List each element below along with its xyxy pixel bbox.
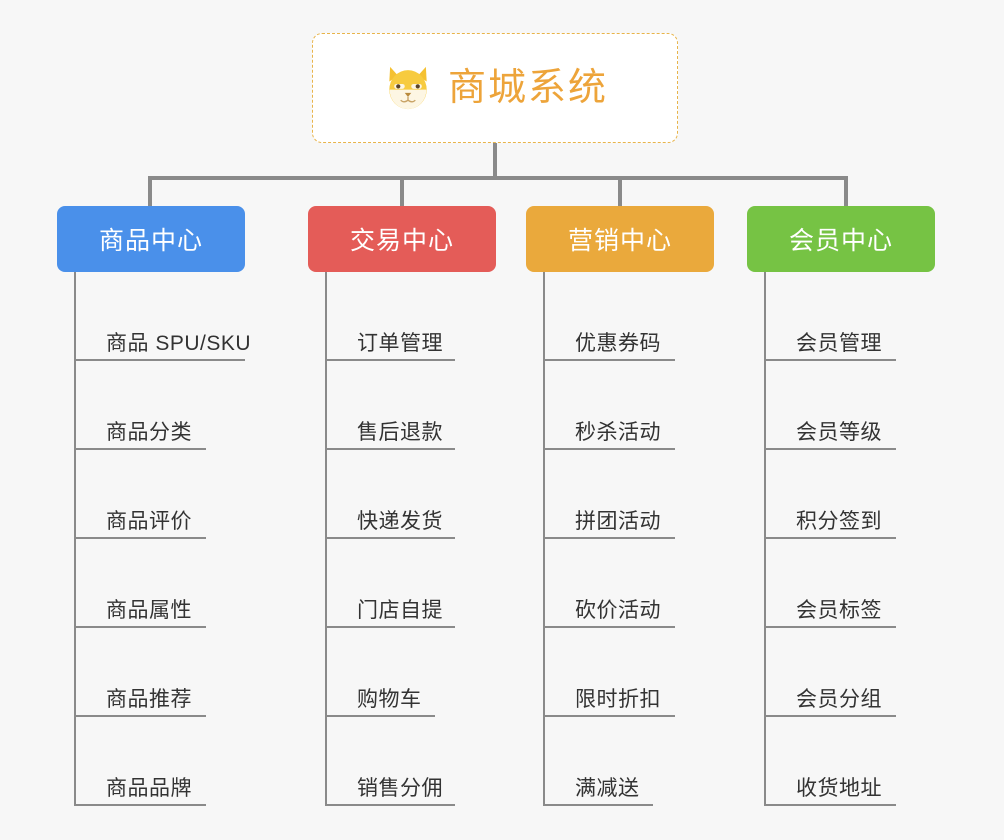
leaf-item-label: 限时折扣 — [575, 687, 661, 711]
leaf-item[interactable]: 会员分组 — [766, 628, 937, 717]
leaf-item-label: 门店自提 — [357, 598, 443, 622]
underline-mask — [896, 448, 937, 450]
connector-drop-1 — [148, 176, 152, 208]
leaf-item-label: 优惠券码 — [575, 331, 661, 355]
leaf-item[interactable]: 会员管理 — [766, 272, 937, 361]
underline-mask — [206, 715, 247, 717]
leaf-item[interactable]: 商品推荐 — [76, 628, 247, 717]
underline-mask — [896, 359, 937, 361]
leaf-item[interactable]: 商品属性 — [76, 539, 247, 628]
underline-mask — [675, 359, 716, 361]
leaf-item[interactable]: 砍价活动 — [545, 539, 716, 628]
leaf-item[interactable]: 优惠券码 — [545, 272, 716, 361]
leaf-list-product-center: 商品 SPU/SKU 商品分类商品评价商品属性商品推荐商品品牌 — [74, 272, 251, 806]
category-box-product-center[interactable]: 商品中心 — [57, 206, 245, 272]
connector-horizontal-bus — [148, 176, 848, 180]
underline-mask — [206, 537, 247, 539]
leaf-item-label: 商品评价 — [106, 509, 192, 533]
underline-mask — [455, 537, 498, 539]
leaf-item[interactable]: 满减送 — [545, 717, 716, 806]
underline-mask — [455, 626, 498, 628]
underline-mask — [455, 804, 498, 806]
underline-mask — [896, 804, 937, 806]
leaf-item-label: 快递发货 — [357, 509, 443, 533]
underline-mask — [206, 804, 247, 806]
leaf-item-label: 销售分佣 — [357, 776, 443, 800]
leaf-item-label: 商品属性 — [106, 598, 192, 622]
leaf-item-label: 商品品牌 — [106, 776, 192, 800]
leaf-item[interactable]: 拼团活动 — [545, 450, 716, 539]
leaf-item-label: 商品分类 — [106, 420, 192, 444]
category-column-marketing-center: 营销中心优惠券码秒杀活动拼团活动砍价活动限时折扣满减送 — [526, 206, 716, 806]
leaf-item-label: 会员标签 — [796, 598, 882, 622]
connector-drop-3 — [618, 176, 622, 208]
leaf-item-label: 拼团活动 — [575, 509, 661, 533]
leaf-item-label: 会员等级 — [796, 420, 882, 444]
leaf-item-label: 商品推荐 — [106, 687, 192, 711]
leaf-item-label: 会员分组 — [796, 687, 882, 711]
underline-mask — [675, 448, 716, 450]
leaf-item-label: 售后退款 — [357, 420, 443, 444]
leaf-item[interactable]: 售后退款 — [327, 361, 498, 450]
leaf-item-label: 订单管理 — [357, 331, 443, 355]
underline-mask — [206, 626, 247, 628]
underline-mask — [675, 715, 716, 717]
connector-drop-2 — [400, 176, 404, 208]
underline-mask — [653, 804, 716, 806]
leaf-item[interactable]: 积分签到 — [766, 450, 937, 539]
leaf-item[interactable]: 商品评价 — [76, 450, 247, 539]
leaf-item-label: 购物车 — [357, 687, 422, 711]
category-box-trade-center[interactable]: 交易中心 — [308, 206, 496, 272]
category-column-member-center: 会员中心会员管理会员等级积分签到会员标签会员分组收货地址 — [747, 206, 937, 806]
leaf-item[interactable]: 商品分类 — [76, 361, 247, 450]
category-box-marketing-center[interactable]: 营销中心 — [526, 206, 714, 272]
root-node[interactable]: 商城系统 — [312, 33, 678, 143]
leaf-list-marketing-center: 优惠券码秒杀活动拼团活动砍价活动限时折扣满减送 — [543, 272, 716, 806]
underline-mask — [455, 359, 498, 361]
leaf-item[interactable]: 销售分佣 — [327, 717, 498, 806]
underline-mask — [206, 448, 247, 450]
underline-mask — [896, 537, 937, 539]
shiba-dog-face-icon — [389, 66, 427, 110]
underline-mask — [896, 626, 937, 628]
leaf-item[interactable]: 会员等级 — [766, 361, 937, 450]
category-box-member-center[interactable]: 会员中心 — [747, 206, 935, 272]
leaf-item[interactable]: 商品品牌 — [76, 717, 247, 806]
category-column-product-center: 商品中心商品 SPU/SKU 商品分类商品评价商品属性商品推荐商品品牌 — [57, 206, 251, 806]
leaf-item[interactable]: 限时折扣 — [545, 628, 716, 717]
leaf-item[interactable]: 购物车 — [327, 628, 498, 717]
leaf-item[interactable]: 秒杀活动 — [545, 361, 716, 450]
leaf-item[interactable]: 会员标签 — [766, 539, 937, 628]
root-title: 商城系统 — [447, 67, 608, 109]
leaf-list-trade-center: 订单管理售后退款快递发货门店自提购物车销售分佣 — [325, 272, 498, 806]
underline-mask — [455, 448, 498, 450]
leaf-item-label: 会员管理 — [796, 331, 882, 355]
leaf-item[interactable]: 商品 SPU/SKU — [76, 272, 251, 361]
leaf-item-label: 收货地址 — [796, 776, 882, 800]
leaf-item[interactable]: 快递发货 — [327, 450, 498, 539]
leaf-item[interactable]: 收货地址 — [766, 717, 937, 806]
leaf-item-label: 积分签到 — [796, 509, 882, 533]
underline-mask — [675, 626, 716, 628]
leaf-item-label: 秒杀活动 — [575, 420, 661, 444]
leaf-item[interactable]: 门店自提 — [327, 539, 498, 628]
underline-mask — [675, 537, 716, 539]
leaf-list-member-center: 会员管理会员等级积分签到会员标签会员分组收货地址 — [764, 272, 937, 806]
category-column-trade-center: 交易中心订单管理售后退款快递发货门店自提购物车销售分佣 — [308, 206, 498, 806]
leaf-item-label: 满减送 — [575, 776, 640, 800]
connector-drop-4 — [844, 176, 848, 208]
leaf-item[interactable]: 订单管理 — [327, 272, 498, 361]
underline-mask — [435, 715, 498, 717]
leaf-item-label: 商品 SPU/SKU — [106, 331, 252, 355]
underline-mask — [896, 715, 937, 717]
connector-root-stem — [493, 143, 497, 178]
leaf-item-label: 砍价活动 — [575, 598, 661, 622]
